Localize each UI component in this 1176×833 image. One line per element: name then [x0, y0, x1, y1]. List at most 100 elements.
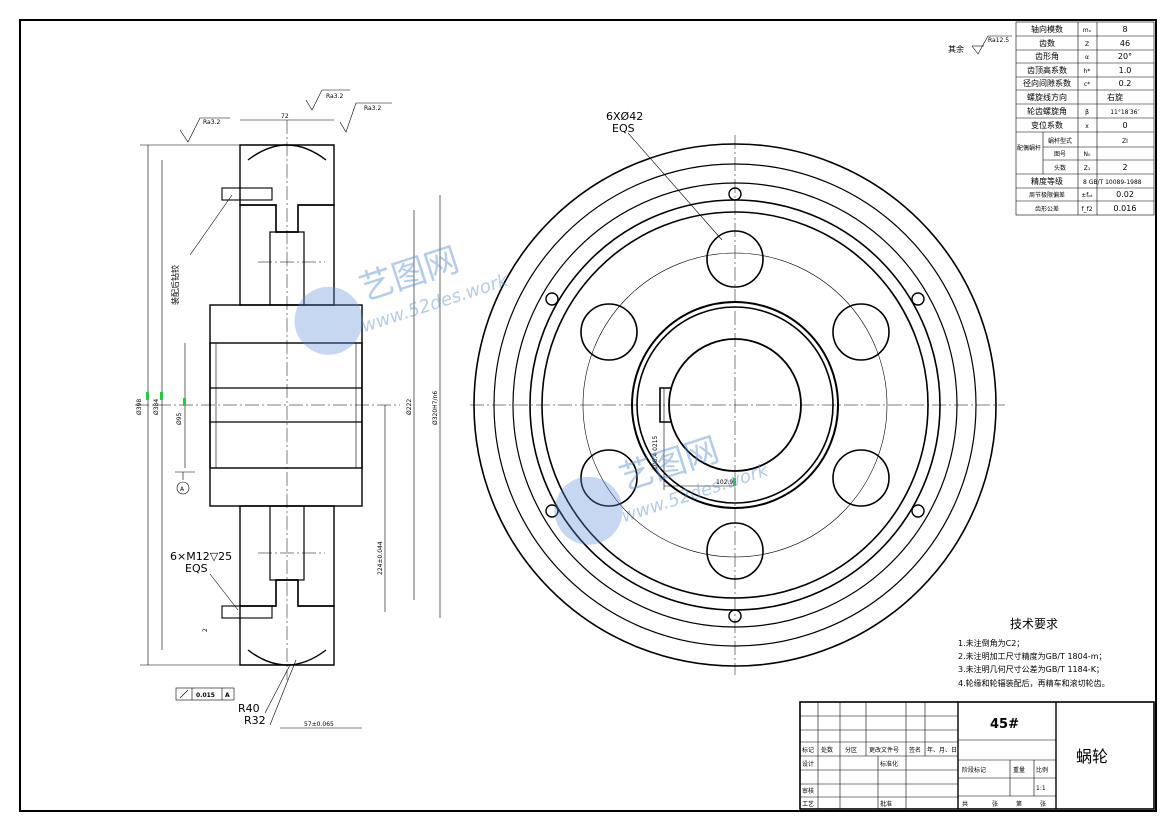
tech-item-1: 1.未注倒角为C2； [958, 638, 1024, 648]
param-name-5: 螺旋线方向 [1027, 92, 1067, 102]
tb-stage: 阶段标记 [962, 766, 986, 774]
tol-name-1: 齿形公差 [1035, 205, 1059, 213]
mating-heads-sym: Z₁ [1084, 165, 1091, 172]
tol-frame-ref: A [225, 692, 230, 699]
pin-hole [545, 292, 559, 306]
tech-item-4: 4.轮缘和轮辐装配后，再精车和滚切轮齿。 [958, 678, 1110, 688]
param-sym-7: x [1085, 123, 1089, 130]
param-sym-1: Z [1085, 41, 1089, 48]
tech-title: 技术要求 [1010, 617, 1058, 631]
mating-fig-label: 图号 [1054, 151, 1066, 158]
tb-page-unit: 张 [1040, 800, 1046, 808]
datum-a: A [180, 486, 185, 493]
mating-heads-label: 头数 [1054, 164, 1066, 172]
bore-circle [668, 338, 802, 472]
param-val-5: 右旋 [1107, 92, 1123, 102]
tb-standard: 标准化 [880, 760, 898, 768]
mating-type-val: ZI [1122, 138, 1128, 145]
lightening-hole [580, 449, 638, 507]
tb-sheets: 张 [992, 800, 998, 808]
param-sym-3: h* [1084, 68, 1091, 75]
lightening-hole [706, 230, 764, 288]
tb-zone: 分区 [845, 746, 857, 754]
tb-page: 第 [1016, 800, 1022, 808]
tb-change-doc: 更改文件号 [869, 746, 899, 754]
dim-2: 2 [202, 628, 209, 632]
bolt-bottom [221, 605, 273, 619]
keyway [659, 387, 672, 423]
param-name-1: 齿数 [1039, 38, 1055, 48]
tb-date: 年、月、日 [927, 746, 957, 754]
dim-d320: Ø320H7/n6 [432, 391, 439, 425]
dim-d222: Ø222 [406, 399, 413, 415]
ra-mark-1: Ra3.2 [203, 119, 220, 126]
outer-circle [473, 143, 997, 667]
param-val-3: 1.0 [1119, 66, 1132, 75]
tb-count: 处数 [821, 746, 833, 754]
tb-part-name: 蜗轮 [1076, 747, 1108, 766]
param-name-3: 齿顶高系数 [1027, 65, 1067, 75]
bolt-top [221, 187, 273, 201]
lightening-hole [706, 522, 764, 580]
watermark-2: 艺图网 www.52des.work [554, 430, 772, 545]
param-name-7: 变位系数 [1031, 120, 1063, 130]
param-val-1: 46 [1120, 39, 1130, 48]
tol-name-0: 周节极限偏差 [1029, 191, 1065, 199]
tb-scale-val: 1:1 [1036, 785, 1046, 792]
keyway-height: 100.4 0215 [652, 435, 659, 470]
parameter-table: 轴向模数 齿数 齿形角 齿顶高系数 径向间隙系数 螺旋线方向 轮齿螺旋角 变位系… [1015, 21, 1155, 216]
tapped-holes-label: 6×M12▽25 [170, 550, 232, 563]
ra-mark-2: Ra3.2 [326, 93, 343, 100]
tb-total: 共 [962, 800, 968, 808]
side-section-view: Ø398 Ø384 Ø95 Ø222 Ø320H7/n6 224±0.044 2… [135, 89, 441, 729]
title-block: 标记 处数 分区 更改文件号 签名 年、月、日 设计 标准化 审核 工艺 批准 … [799, 701, 1155, 810]
dim-d224: 224±0.044 [377, 541, 384, 575]
tb-review: 审核 [802, 787, 814, 795]
pin-hole [545, 504, 559, 518]
rest-finish-ra: Ra12.5 [988, 37, 1009, 44]
tol-sym-0: ±fₚₜ [1081, 192, 1093, 199]
param-name-4: 径向间隙系数 [1023, 78, 1071, 88]
lightening-hole [832, 303, 890, 361]
param-val-6: 11°18′36″ [1110, 109, 1140, 116]
tb-design: 设计 [802, 760, 814, 768]
param-sym-4: c* [1084, 81, 1090, 88]
tb-sign: 签名 [909, 746, 921, 754]
tb-mark: 标记 [802, 746, 814, 754]
tol-val-0: 0.02 [1116, 190, 1134, 199]
accuracy-label: 精度等级 [1031, 176, 1063, 186]
rest-finish-label: 其余 [948, 44, 964, 54]
tol-frame-val: 0.015 [196, 692, 215, 699]
datum-a-circle [176, 481, 190, 495]
bore [209, 342, 363, 469]
pin-hole [728, 609, 742, 623]
tech-item-3: 3.未注明几何尺寸公差为GB/T 1184-K； [958, 664, 1104, 674]
ra-mark-3: Ra3.2 [364, 105, 381, 112]
tech-item-2: 2.未注明加工尺寸精度为GB/T 1804-m； [958, 651, 1106, 661]
param-sym-2: α [1085, 54, 1089, 61]
watermark-1: 艺图网 www.52des.work [294, 240, 512, 355]
tb-material: 45# [990, 717, 1019, 732]
tech-requirements: 技术要求 1.未注倒角为C2； 2.未注明加工尺寸精度为GB/T 1804-m；… [958, 617, 1110, 688]
tb-scale: 比例 [1036, 766, 1048, 774]
param-val-0: 8 [1122, 25, 1127, 34]
mating-type-label: 蜗杆型式 [1048, 137, 1072, 145]
param-val-2: 20° [1118, 52, 1132, 61]
note-assemble-ream: 装配后钻铰 [170, 265, 180, 305]
sheet-border [19, 19, 1157, 812]
param-name-6: 轮齿螺旋角 [1027, 106, 1067, 116]
param-name-0: 轴向模数 [1031, 24, 1063, 34]
mating-label: 配偶蜗杆 [1017, 144, 1041, 152]
keyway-width: 102.9 [716, 479, 733, 486]
accuracy-val: 8 GB/T 10089-1988 [1083, 179, 1142, 186]
tapped-holes-eqs: EQS [185, 562, 208, 575]
tol-sym-1: f_f2 [1081, 206, 1092, 213]
dim-d384: Ø384 [153, 399, 160, 415]
dim-72: 72 [281, 113, 289, 120]
mating-heads-val: 2 [1122, 163, 1127, 172]
radius-r40: R40 [238, 702, 260, 715]
pin-hole [728, 187, 742, 201]
tb-weight: 重量 [1013, 766, 1025, 774]
param-val-7: 0 [1122, 121, 1127, 130]
